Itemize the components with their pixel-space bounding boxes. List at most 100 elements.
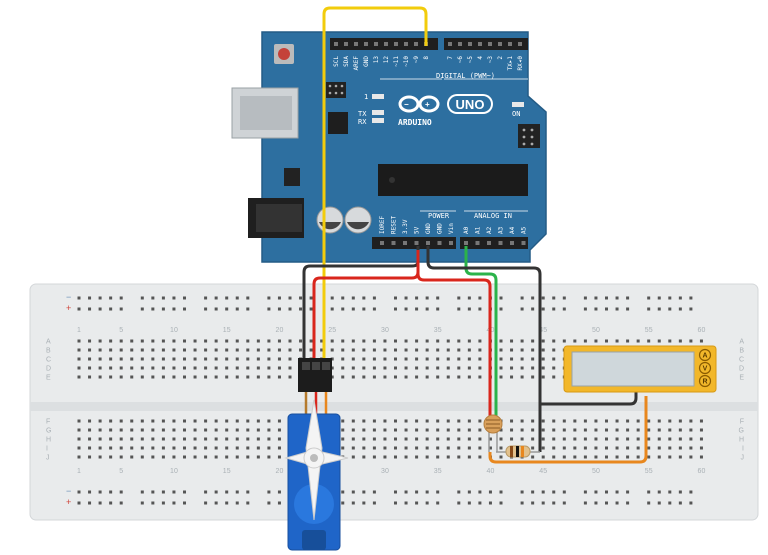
atmega-chip: [378, 164, 528, 196]
digital-pin-label: AREF: [353, 56, 360, 71]
row-letter: E: [46, 375, 51, 382]
digital-pin-label: 7: [447, 56, 454, 60]
digital-pin-label: GND: [363, 56, 370, 67]
column-number: 15: [223, 327, 231, 334]
row-letter: G: [739, 428, 744, 435]
multimeter-terminal[interactable]: [698, 348, 712, 362]
column-number: 5: [119, 468, 123, 475]
column-number: 1: [77, 327, 81, 334]
row-letter: C: [739, 357, 744, 364]
power-header-label: POWER: [428, 212, 450, 220]
power-pin-label: GND: [437, 223, 444, 234]
digital-pin-label: ~9: [413, 56, 420, 64]
svg-text:+: +: [425, 100, 430, 109]
wire-orange-meter[interactable]: [488, 396, 648, 464]
column-number: 15: [223, 468, 231, 475]
multimeter-display: [571, 351, 695, 387]
breadboard-holes: [77, 296, 703, 505]
column-number: 60: [698, 468, 706, 475]
column-number: 20: [276, 468, 284, 475]
column-number: 50: [592, 327, 600, 334]
power-header: [372, 237, 456, 249]
svg-text:−: −: [404, 100, 409, 109]
row-letter: D: [739, 366, 744, 373]
column-number: 45: [539, 327, 547, 334]
column-number: 30: [381, 468, 389, 475]
analog-pin-label: A2: [486, 226, 493, 234]
power-pin-label: IOREF: [379, 216, 386, 234]
analog-pin-label: A5: [521, 226, 528, 234]
digital-pin-label: SDA: [343, 56, 350, 67]
row-letter: I: [742, 446, 744, 453]
multimeter-terminal[interactable]: [698, 361, 712, 375]
servo-connector: [298, 358, 332, 414]
wires: [302, 6, 648, 464]
servo-motor[interactable]: [284, 399, 349, 551]
digital-pin-label: TX▸1: [507, 56, 514, 71]
multimeter-terminal[interactable]: [698, 374, 712, 388]
rx-label: RX: [358, 118, 367, 126]
digital-pin-label: 8: [423, 56, 430, 60]
analog-header-label: ANALOG IN: [474, 212, 512, 220]
power-pin-label: 3.3V: [402, 219, 409, 234]
on-label: ON: [512, 110, 520, 118]
digital-pin-label: 2: [497, 56, 504, 60]
arduino-logo: − +: [398, 95, 440, 113]
multimeter-terminal-label: R: [702, 379, 707, 386]
analog-pin-label: A4: [509, 226, 516, 234]
row-letter: B: [46, 348, 51, 355]
column-number: 35: [434, 327, 442, 334]
analog-pin-label: A0: [463, 226, 470, 234]
row-letter: G: [46, 428, 51, 435]
led-l-label: 1: [364, 93, 368, 101]
digital-pin-label: RX◂0: [517, 56, 524, 71]
column-number: 55: [645, 327, 653, 334]
multimeter-terminal-label: A: [702, 353, 707, 360]
column-number: 40: [487, 468, 495, 475]
multimeter[interactable]: AVR: [563, 345, 717, 393]
tx-label: TX: [358, 110, 367, 118]
wire-red-5v-ldr[interactable]: [416, 250, 492, 418]
column-number: 25: [328, 327, 336, 334]
column-number: 45: [539, 468, 547, 475]
row-letter: F: [740, 419, 744, 426]
row-letter: H: [46, 437, 51, 444]
digital-pin-label: 13: [373, 56, 380, 64]
column-number: 55: [645, 468, 653, 475]
analog-header: [460, 237, 528, 249]
row-letter: F: [46, 419, 50, 426]
power-pin-label: RESET: [391, 216, 398, 234]
servo-horn[interactable]: [284, 399, 349, 521]
digital-header-label: DIGITAL (PWM~): [436, 72, 495, 80]
column-number: 30: [381, 327, 389, 334]
column-number: 10: [170, 327, 178, 334]
column-number: 35: [434, 468, 442, 475]
digital-pin-label: ~10: [403, 56, 410, 67]
row-letter: I: [46, 446, 48, 453]
digital-pin-label: ~6: [457, 56, 464, 64]
row-letter: J: [741, 455, 745, 462]
rail-plus-top: +: [66, 303, 71, 313]
analog-pin-label: A1: [475, 226, 482, 234]
column-number: 10: [170, 468, 178, 475]
wire-black-meter[interactable]: [540, 392, 638, 406]
row-letter: D: [46, 366, 51, 373]
column-number: 1: [77, 468, 81, 475]
digital-pin-label: ~3: [487, 56, 494, 64]
digital-header-b: [444, 38, 528, 50]
digital-pin-label: ~5: [467, 56, 474, 64]
column-number: 60: [698, 327, 706, 334]
wire-green-a0[interactable]: [464, 246, 498, 418]
arduino-logo-text: ARDUINO: [398, 118, 432, 127]
photoresistor[interactable]: [483, 414, 503, 452]
wire-black-gnd[interactable]: [426, 246, 542, 452]
wire-yellow-pin9[interactable]: [322, 6, 428, 365]
power-pin-label: GND: [425, 223, 432, 234]
resistor[interactable]: [496, 445, 540, 458]
